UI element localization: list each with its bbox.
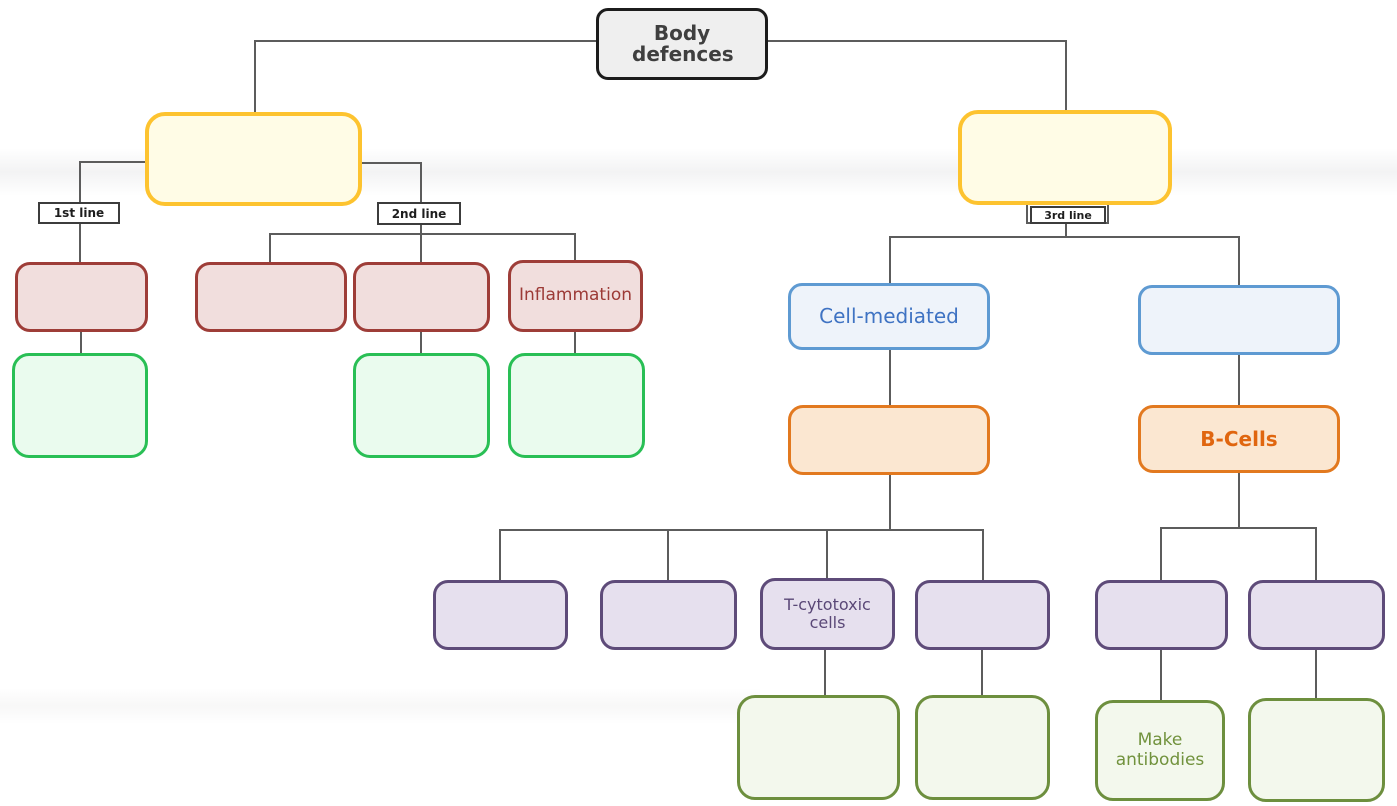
- connector-line: [889, 236, 891, 286]
- connector-line: [1107, 203, 1109, 223]
- connector-line: [768, 40, 1066, 42]
- node-1stline-child-blank: [15, 262, 148, 332]
- connector-line: [420, 330, 422, 355]
- node-make-antibodies-label: Make antibodies: [1115, 729, 1205, 770]
- node-b-cells-label: B-Cells: [1200, 426, 1278, 451]
- connector-line: [1160, 648, 1162, 702]
- connector-line: [1315, 648, 1317, 700]
- connector-line: [1315, 527, 1317, 582]
- label-3rd-line: 3rd line: [1030, 206, 1106, 224]
- node-bcell-type1-blank: [1095, 580, 1228, 650]
- node-make-antibodies: Make antibodies: [1095, 700, 1225, 801]
- node-2ndline-grandchild2-blank: [508, 353, 645, 458]
- node-b-cells: B-Cells: [1138, 405, 1340, 473]
- node-1stline-grandchild-blank: [12, 353, 148, 458]
- node-right-branch-blank: [958, 110, 1172, 205]
- connector-line: [80, 330, 82, 355]
- node-2ndline-child1-blank: [195, 262, 347, 332]
- connector-line: [574, 233, 576, 262]
- connector-line: [254, 40, 596, 42]
- background-streak: [0, 688, 760, 724]
- label-2nd-line-text: 2nd line: [391, 206, 447, 221]
- connector-line: [360, 162, 421, 164]
- connector-line: [79, 161, 147, 163]
- node-body-defences-label: Body defences: [632, 21, 734, 66]
- connector-line: [889, 236, 1240, 238]
- node-cell-mediated-label: Cell-mediated: [819, 304, 959, 328]
- connector-line: [824, 648, 826, 698]
- node-t-cytotoxic-cells: T-cytotoxic cells: [760, 578, 895, 650]
- connector-line: [574, 330, 576, 355]
- node-tcell4-function-blank: [915, 695, 1050, 800]
- connector-line: [1238, 473, 1240, 528]
- label-1st-line: 1st line: [38, 202, 120, 224]
- node-2ndline-child2-blank: [353, 262, 490, 332]
- node-t-cytotoxic-cells-label: T-cytotoxic cells: [784, 594, 871, 632]
- node-tcell-type4-blank: [915, 580, 1050, 650]
- node-tcells-blank: [788, 405, 990, 475]
- node-2ndline-grandchild1-blank: [353, 353, 490, 458]
- connector-line: [1238, 353, 1240, 407]
- connector-line: [981, 648, 983, 698]
- connector-line: [667, 529, 669, 582]
- connector-line: [889, 348, 891, 408]
- connector-line: [254, 40, 256, 114]
- node-inflammation-label: Inflammation: [518, 285, 632, 306]
- node-left-branch-blank: [145, 112, 362, 206]
- node-bcell2-function-blank: [1248, 698, 1385, 802]
- connector-line: [499, 529, 501, 582]
- node-3rdline-child2-blank: [1138, 285, 1340, 355]
- label-3rd-line-text: 3rd line: [1044, 208, 1092, 222]
- connector-line: [1160, 527, 1162, 582]
- node-bcell-type2-blank: [1248, 580, 1385, 650]
- node-cell-mediated: Cell-mediated: [788, 283, 990, 350]
- connector-line: [1065, 222, 1067, 238]
- connector-line: [889, 473, 891, 531]
- connector-line: [826, 529, 828, 580]
- node-tcell-type1-blank: [433, 580, 568, 650]
- node-inflammation: Inflammation: [508, 260, 643, 332]
- node-body-defences: Body defences: [596, 8, 768, 80]
- connector-line: [1238, 236, 1240, 288]
- connector-line: [499, 529, 984, 531]
- connector-line: [269, 233, 576, 235]
- connector-line: [1160, 527, 1317, 529]
- label-1st-line-text: 1st line: [53, 206, 105, 220]
- connector-line: [1065, 40, 1067, 112]
- connector-line: [982, 529, 984, 582]
- connector-line: [269, 233, 271, 264]
- node-tcell-type2-blank: [600, 580, 737, 650]
- label-2nd-line: 2nd line: [377, 202, 461, 225]
- connector-line: [1026, 203, 1028, 223]
- node-tcytotoxic-function-blank: [737, 695, 900, 800]
